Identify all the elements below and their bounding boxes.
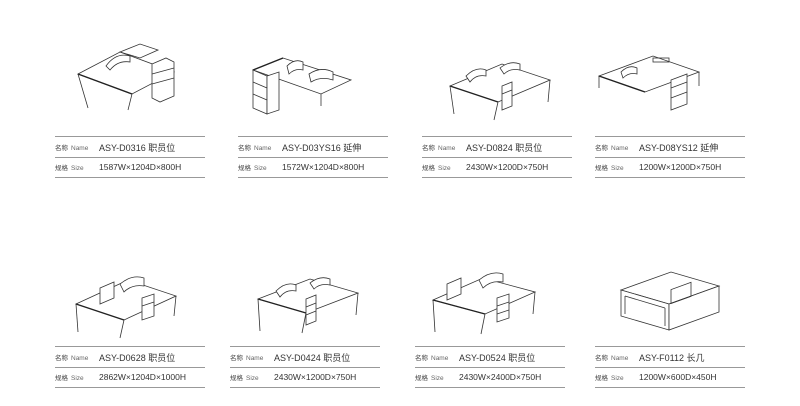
product-model: ASY-D0824 职员位 [466,142,543,153]
size-label: 规格 [595,165,608,172]
name-label: 名称 [595,355,608,362]
size-label-en: Size [438,165,451,172]
name-label-en: Name [611,355,629,362]
size-label-en: Size [611,165,624,172]
name-label: 名称 [415,355,428,362]
product-model: ASY-F0112 长几 [639,352,705,363]
product-model: ASY-D0524 职员位 [459,352,536,363]
product-size: 1200W×600D×450H [639,372,717,382]
size-label: 规格 [55,165,68,172]
name-label: 名称 [238,145,251,152]
double-workstation-desk-icon [448,62,552,121]
size-label-en: Size [431,375,444,382]
name-label-en: Name [431,355,449,362]
size-label-en: Size [246,375,259,382]
product-size: 2862W×1204D×1000H [99,372,186,382]
name-label: 名称 [55,145,68,152]
l-shaped-desk-with-pedestal-icon [77,43,175,111]
size-label: 规格 [230,375,243,382]
product-model: ASY-D08YS12 延伸 [639,142,719,153]
name-label: 名称 [55,355,68,362]
name-label-en: Name [438,145,456,152]
size-label: 规格 [238,165,251,172]
size-label-en: Size [611,375,624,382]
name-label-en: Name [71,355,89,362]
product-model: ASY-D0316 职员位 [99,142,176,153]
size-label: 规格 [415,375,428,382]
name-label: 名称 [230,355,243,362]
size-label-en: Size [71,375,84,382]
name-label-en: Name [71,145,89,152]
name-label-en: Name [246,355,264,362]
long-coffee-table-icon [619,271,721,331]
four-seat-workstation-icon [74,276,178,339]
desk-extension-with-cabinet-icon [251,57,353,115]
size-label: 规格 [55,375,68,382]
size-label: 规格 [595,375,608,382]
product-model: ASY-D0424 职员位 [274,352,351,363]
product-size: 2430W×1200D×750H [274,372,357,382]
name-label-en: Name [611,145,629,152]
product-size: 1587W×1204D×800H [99,162,182,172]
product-size: 1572W×1204D×800H [282,162,365,172]
product-size: 2430W×2400D×750H [459,372,542,382]
name-label: 名称 [422,145,435,152]
workstation-extension-desk-icon [597,55,701,111]
product-model: ASY-D03YS16 延伸 [282,142,362,153]
cluster-workstation-icon [431,272,537,335]
size-label-en: Size [71,165,84,172]
product-size: 1200W×1200D×750H [639,162,722,172]
face-to-face-workstation-icon [256,277,360,334]
name-label-en: Name [254,145,272,152]
size-label-en: Size [254,165,267,172]
product-size: 2430W×1200D×750H [466,162,549,172]
product-model: ASY-D0628 职员位 [99,352,176,363]
name-label: 名称 [595,145,608,152]
size-label: 规格 [422,165,435,172]
